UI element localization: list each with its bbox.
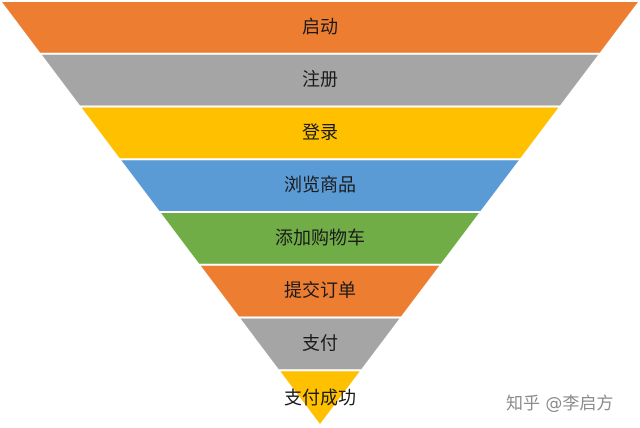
watermark-text: 知乎 @李启方 — [506, 394, 614, 414]
funnel-stage-7 — [240, 318, 400, 370]
funnel-stage-2 — [41, 54, 599, 106]
funnel-stage-label-1: 启动 — [302, 17, 338, 38]
funnel-stage-label-3: 登录 — [302, 122, 338, 143]
funnel-stage-label-5: 添加购物车 — [275, 228, 365, 249]
funnel-stage-3 — [81, 107, 559, 159]
funnel-stage-label-7: 支付 — [302, 333, 338, 354]
funnel-stage-8 — [280, 371, 360, 424]
funnel-stage-4 — [121, 160, 519, 211]
funnel-stage-label-2: 注册 — [302, 70, 338, 91]
funnel-stage-label-8: 支付成功 — [284, 388, 356, 409]
funnel-stage-label-6: 提交订单 — [284, 281, 356, 302]
funnel-stage-5 — [161, 213, 479, 264]
funnel-stage-1 — [2, 2, 638, 53]
funnel-stage-label-4: 浏览商品 — [284, 175, 356, 196]
funnel-stage-6 — [200, 265, 440, 317]
